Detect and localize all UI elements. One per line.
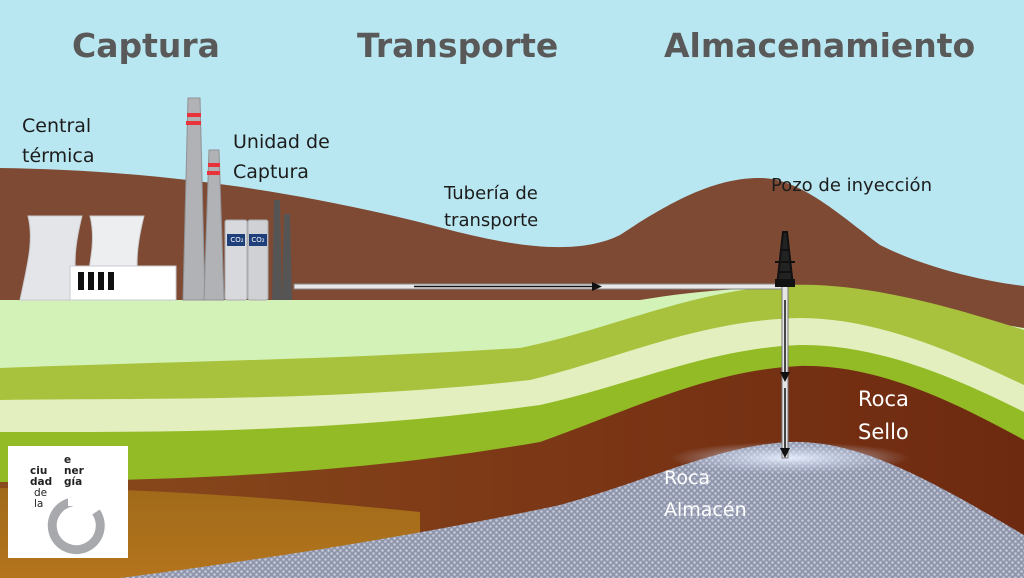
stage-title-transport: Transporte	[357, 26, 559, 65]
capture-unit-tanks	[224, 200, 292, 301]
label-storage-rock-line2: Almacén	[664, 499, 747, 521]
injection-well-shaft	[780, 285, 790, 459]
logo-arc-icon	[47, 497, 105, 555]
label-capture-unit-line1: Unidad de	[233, 131, 330, 153]
label-capture-unit-line2: Captura	[233, 161, 309, 183]
label-pipeline-line2: transporte	[444, 210, 539, 231]
flow-arrow-down-2	[780, 448, 790, 458]
label-storage-rock-line1: Roca	[664, 467, 711, 489]
exhaust-pipe-1	[272, 200, 282, 300]
storage-rock-layer	[120, 441, 1024, 578]
drilling-rig	[775, 231, 795, 287]
label-capture-unit: Unidad de Captura	[233, 127, 330, 187]
exhaust-pipe-2	[282, 214, 292, 300]
stage-title-storage: Almacenamiento	[664, 26, 976, 65]
label-injection-well: Pozo de inyección	[771, 175, 932, 196]
label-pipeline-line1: Tubería de	[444, 183, 538, 204]
label-storage-rock: Roca Almacén	[664, 462, 747, 526]
logo-text-gia: gía	[64, 476, 83, 488]
chimneys	[182, 97, 225, 301]
label-power-plant-line1: Central	[22, 115, 92, 137]
co2-tag-1	[227, 234, 245, 246]
logo-text-ciu: ciu	[30, 465, 48, 477]
flow-arrow-down-1	[780, 372, 790, 382]
label-power-plant-line2: térmica	[22, 145, 95, 167]
co2-tag-text-1: CO₂	[230, 236, 244, 244]
label-seal-rock-line2: Sello	[858, 420, 909, 444]
co2-tag-2	[249, 234, 267, 246]
ciudad-de-la-energia-logo: ciu dad de la e ner gía	[8, 446, 128, 558]
flow-arrow-pipeline	[592, 282, 602, 291]
label-pipeline: Tubería de transporte	[444, 180, 538, 234]
logo-text-ner: ner	[64, 465, 84, 477]
label-power-plant: Central térmica	[22, 111, 95, 171]
logo-text-dad: dad	[30, 476, 53, 488]
stage-title-capture: Captura	[72, 26, 220, 65]
co2-plume	[670, 442, 910, 474]
power-plant-building	[69, 265, 177, 301]
logo-text-e: e	[64, 454, 72, 466]
co2-tag-text-2: CO₂	[251, 236, 265, 244]
logo-text-de: de	[34, 487, 48, 499]
label-seal-rock-line1: Roca	[858, 387, 909, 411]
label-seal-rock: Roca Sello	[858, 383, 909, 449]
logo-text-la: la	[34, 498, 44, 510]
